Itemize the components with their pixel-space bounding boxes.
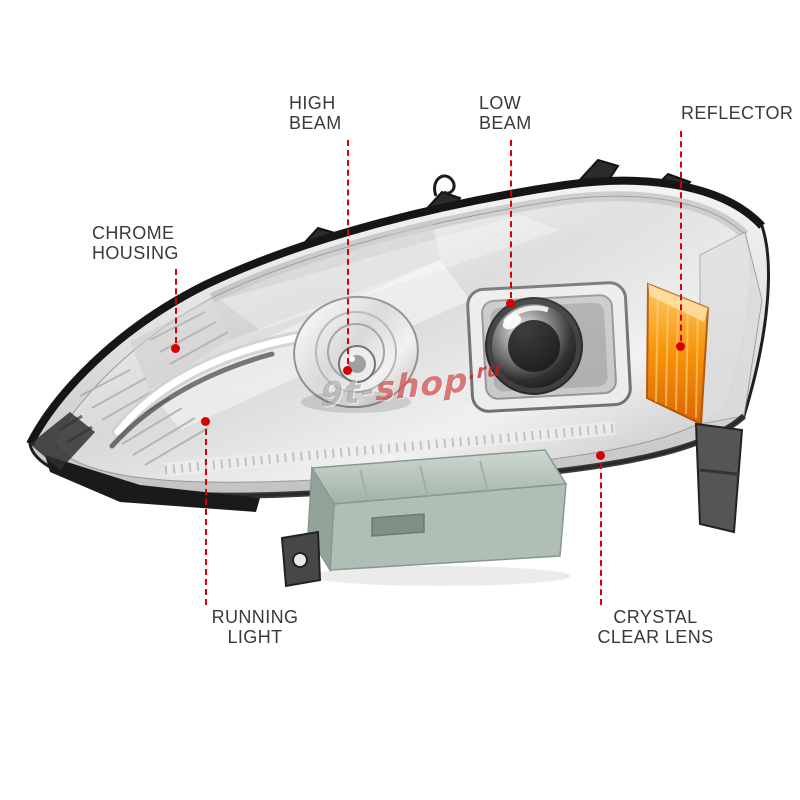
label-line: LOW (479, 93, 522, 113)
label-line: HIGH (289, 93, 336, 113)
callout-dot-reflector (676, 342, 685, 351)
callout-dot-high-beam (343, 366, 352, 375)
label-line: RUNNING (211, 607, 299, 627)
label-running-light: RUNNING LIGHT (180, 607, 330, 647)
leader-line-chrome-housing (175, 269, 177, 343)
watermark-ru: .ru (468, 358, 502, 384)
bracket-slot (371, 513, 425, 537)
label-high-beam: HIGH BEAM (289, 93, 342, 133)
leader-line-crystal-clear-lens (600, 463, 602, 605)
label-line: HOUSING (92, 243, 179, 263)
rear-bracket (694, 422, 744, 534)
label-low-beam: LOW BEAM (479, 93, 532, 133)
label-reflector: REFLECTOR (681, 103, 793, 123)
callout-dot-chrome-housing (171, 344, 180, 353)
watermark-prefix: 9t- (320, 369, 376, 415)
label-line: BEAM (479, 113, 532, 133)
housing-top-rim (26, 176, 765, 446)
label-line: CHROME (92, 223, 175, 243)
leader-line-running-light (205, 429, 207, 605)
callout-dot-crystal-clear-lens (596, 451, 605, 460)
label-line: BEAM (289, 113, 342, 133)
label-line: LIGHT (227, 627, 283, 647)
glass-reflection (55, 196, 750, 483)
label-crystal-clear-lens: CRYSTAL CLEAR LENS (578, 607, 733, 647)
callout-dot-running-light (201, 417, 210, 426)
label-line: CRYSTAL (613, 607, 698, 627)
label-line: REFLECTOR (681, 103, 794, 123)
leader-line-reflector (680, 131, 682, 341)
bracket-shadow (310, 566, 570, 586)
leader-line-high-beam (347, 140, 349, 364)
label-line: CLEAR LENS (597, 627, 714, 647)
label-chrome-housing: CHROME HOUSING (92, 223, 179, 263)
leader-line-low-beam (510, 140, 512, 298)
callout-dot-low-beam (506, 299, 515, 308)
mounting-bracket (307, 449, 568, 573)
metal-foot-tab (280, 530, 322, 588)
